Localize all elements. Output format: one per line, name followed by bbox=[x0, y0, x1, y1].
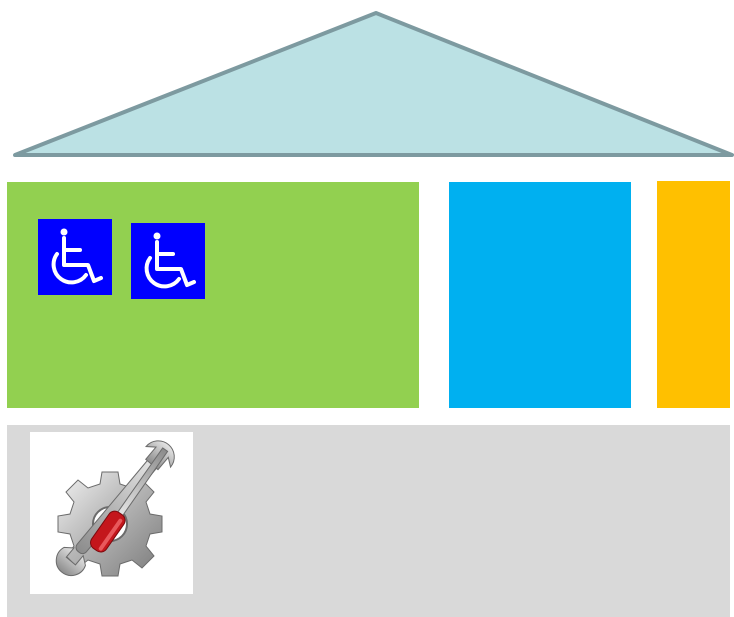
wheelchair-icon bbox=[131, 223, 205, 299]
wheelchair-icon bbox=[38, 219, 112, 295]
green-block bbox=[7, 182, 419, 408]
roof-triangle bbox=[0, 0, 734, 170]
gear-wrench-screwdriver-icon bbox=[30, 432, 193, 594]
blue-block bbox=[449, 182, 631, 408]
orange-block bbox=[657, 181, 730, 408]
roof-shape bbox=[15, 13, 732, 155]
